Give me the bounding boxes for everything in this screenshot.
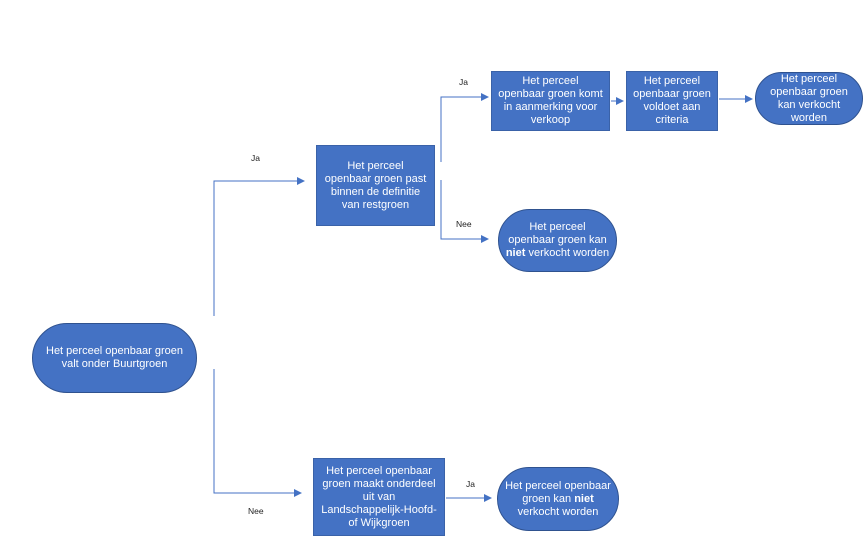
aanmerking-box: Het perceel openbaar groen komt in aanme…: [491, 71, 610, 131]
criteria-box: Het perceel openbaar groen voldoet aan c…: [626, 71, 718, 131]
label-nee-landschap: Nee: [248, 506, 264, 516]
niet-verkocht-end-node-lower: Het perceel openbaar groen kan niet verk…: [497, 467, 619, 531]
landschap-decision-box: Het perceel openbaar groen maakt onderde…: [313, 458, 445, 536]
verkocht-end-node: Het perceel openbaar groen kan verkocht …: [755, 72, 863, 125]
niet-verkocht-text-lower: Het perceel openbaar groen kan niet verk…: [505, 479, 611, 518]
niet-verkocht-text-upper: Het perceel openbaar groen kan niet verk…: [505, 221, 610, 259]
niet-verkocht-end-node-upper: Het perceel openbaar groen kan niet verk…: [498, 209, 617, 272]
label-nee-niet-verkocht: Nee: [456, 219, 472, 229]
landschap-decision-text: Het perceel openbaar groen maakt onderde…: [321, 464, 437, 529]
label-ja-restgroen: Ja: [251, 153, 260, 163]
restgroen-decision-box: Het perceel openbaar groen past binnen d…: [316, 145, 435, 226]
connector-start-to-landschap: [213, 369, 302, 497]
niet-emphasis: niet: [574, 492, 594, 505]
aanmerking-text: Het perceel openbaar groen komt in aanme…: [498, 75, 603, 126]
connector-restgroen-to-aanmerking: [440, 93, 489, 162]
niet-emphasis: niet: [505, 247, 526, 259]
connector-start-to-restgroen: [213, 177, 305, 316]
start-node: Het perceel openbaar groen valt onder Bu…: [32, 323, 197, 393]
label-ja-niet-verkocht: Ja: [466, 479, 475, 489]
start-node-text: Het perceel openbaar groen valt onder Bu…: [46, 345, 183, 370]
restgroen-decision-text: Het perceel openbaar groen past binnen d…: [324, 159, 427, 211]
label-ja-aanmerking: Ja: [459, 77, 468, 87]
criteria-text: Het perceel openbaar groen voldoet aan c…: [633, 75, 711, 126]
connector-restgroen-to-niet-verkocht: [440, 180, 489, 243]
verkocht-text: Het perceel openbaar groen kan verkocht …: [770, 72, 848, 124]
